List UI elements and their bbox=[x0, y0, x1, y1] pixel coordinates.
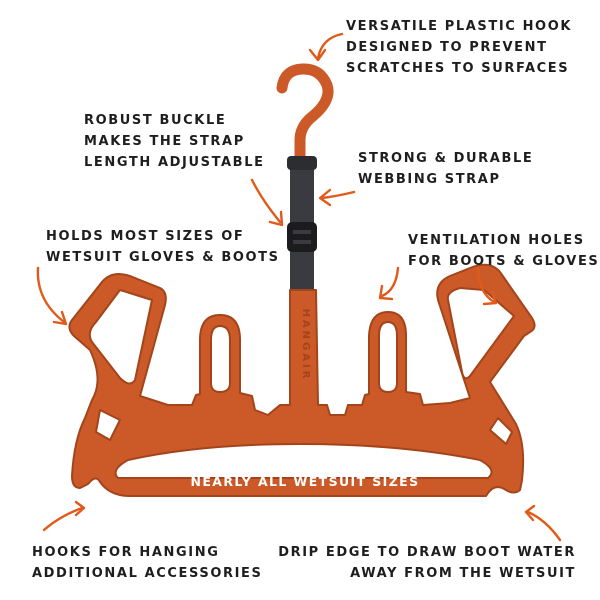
arrow-ventilation-left bbox=[380, 266, 400, 298]
arrow-strap-head bbox=[318, 188, 332, 207]
arrow-drip-head bbox=[524, 504, 536, 522]
plastic-hook bbox=[276, 63, 334, 168]
ventilation-callout: Ventilation holes for boots & gloves bbox=[408, 233, 600, 269]
strap-callout: Strong & durable webbing strap bbox=[358, 151, 534, 187]
hanger-body bbox=[68, 263, 536, 497]
arrow-hook bbox=[316, 32, 344, 60]
hook-callout: Versatile plastic hook designed to preve… bbox=[346, 19, 573, 76]
arrow-strap bbox=[320, 190, 356, 200]
arrow-ventilation-right bbox=[476, 266, 496, 304]
arrow-buckle bbox=[250, 178, 282, 224]
drip-callout: Drip edge to draw boot water away from t… bbox=[278, 545, 576, 581]
arrow-drip bbox=[526, 510, 562, 542]
buckle-callout: Robust buckle makes the strap length adj… bbox=[84, 113, 265, 170]
gloves-callout: Holds most sizes of wetsuit gloves & boo… bbox=[46, 229, 280, 265]
space-callout: Generous space to fit nearly all wetsuit… bbox=[190, 453, 420, 489]
arrow-hooks bbox=[42, 506, 84, 532]
arrow-buckle-head bbox=[268, 210, 284, 227]
arrow-gloves-head bbox=[52, 310, 68, 326]
arrow-hooks-head bbox=[74, 500, 86, 517]
hooks-callout: Hooks for hanging additional accessories bbox=[32, 545, 263, 581]
strap-buckle bbox=[287, 222, 317, 252]
arrow-ventilation-left-head bbox=[378, 284, 394, 301]
strap-top-loop bbox=[287, 156, 317, 170]
arrow-ventilation-right-head bbox=[482, 290, 498, 306]
arrow-hook-head bbox=[308, 48, 327, 62]
arrow-gloves bbox=[36, 266, 66, 324]
embossed-brand: HANGAIR bbox=[300, 309, 311, 382]
